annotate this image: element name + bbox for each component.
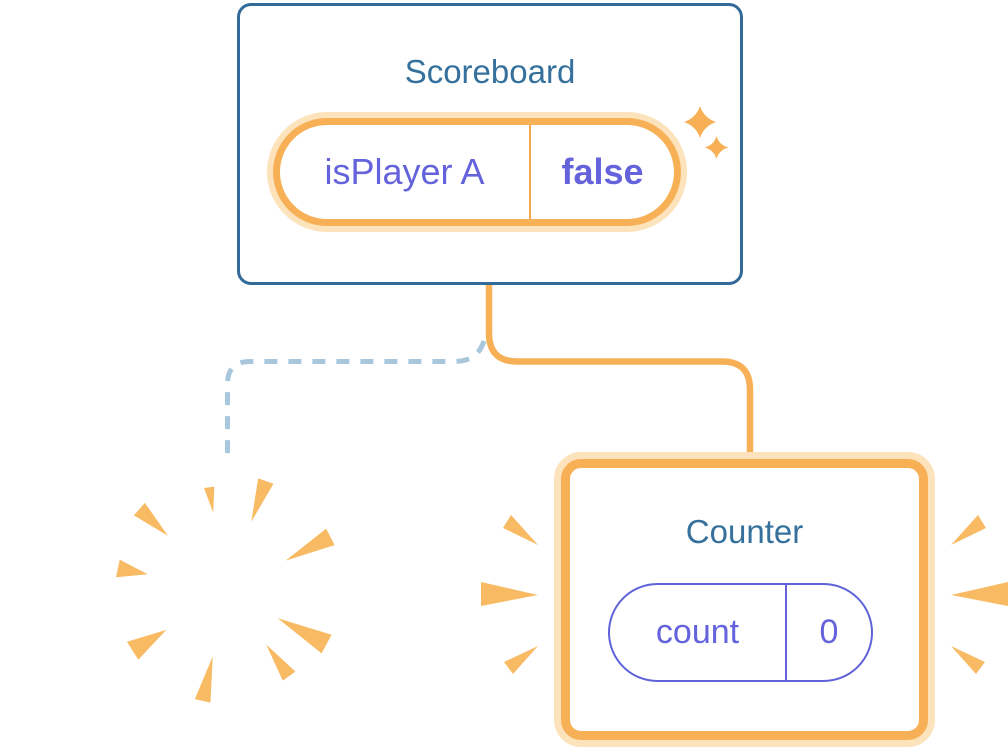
scoreboard-title: Scoreboard bbox=[404, 53, 576, 90]
scoreboard-state-pill: isPlayer A false bbox=[273, 118, 681, 226]
scoreboard-card: Scoreboard isPlayer A false bbox=[237, 3, 743, 285]
sparkle-icon bbox=[684, 106, 729, 159]
scoreboard-state-key: isPlayer A bbox=[324, 151, 485, 192]
explosion-burst-icon bbox=[115, 478, 335, 703]
counter-card: Counter count 0 bbox=[561, 459, 928, 740]
counter-state-value: 0 bbox=[819, 613, 839, 651]
counter-title: Counter bbox=[685, 513, 804, 550]
scoreboard-pill-divider bbox=[529, 125, 531, 219]
emphasis-burst-left-icon bbox=[481, 515, 538, 674]
kept-connector-line bbox=[485, 281, 754, 460]
destroyed-connector-line bbox=[225, 340, 487, 458]
emphasis-burst-right-icon bbox=[951, 515, 1008, 674]
counter-state-pill: count 0 bbox=[608, 583, 873, 682]
destroyed-counter-card bbox=[92, 456, 364, 728]
counter-state-key: count bbox=[655, 613, 740, 651]
counter-pill-divider bbox=[785, 585, 787, 680]
scoreboard-state-value: false bbox=[561, 151, 644, 192]
